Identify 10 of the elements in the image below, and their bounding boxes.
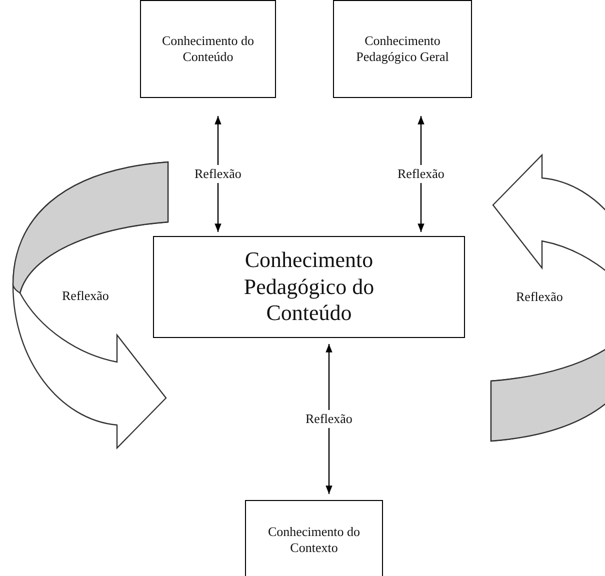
arrow-label: Reflexão	[515, 288, 564, 306]
double-arrow	[326, 344, 332, 494]
concept-box: Conhecimento Pedagógico Geral	[333, 0, 472, 98]
edge-label: Reflexão	[192, 165, 244, 183]
edge-label: Reflexão	[304, 410, 354, 428]
concept-box: Conhecimento do Contexto	[245, 500, 383, 576]
concept-box: Conhecimento Pedagógico do Conteúdo	[153, 236, 465, 338]
arrow-label: Reflexão	[61, 287, 110, 305]
edge-label: Reflexão	[396, 165, 446, 183]
concept-box: Conhecimento do Conteúdo	[140, 0, 276, 98]
